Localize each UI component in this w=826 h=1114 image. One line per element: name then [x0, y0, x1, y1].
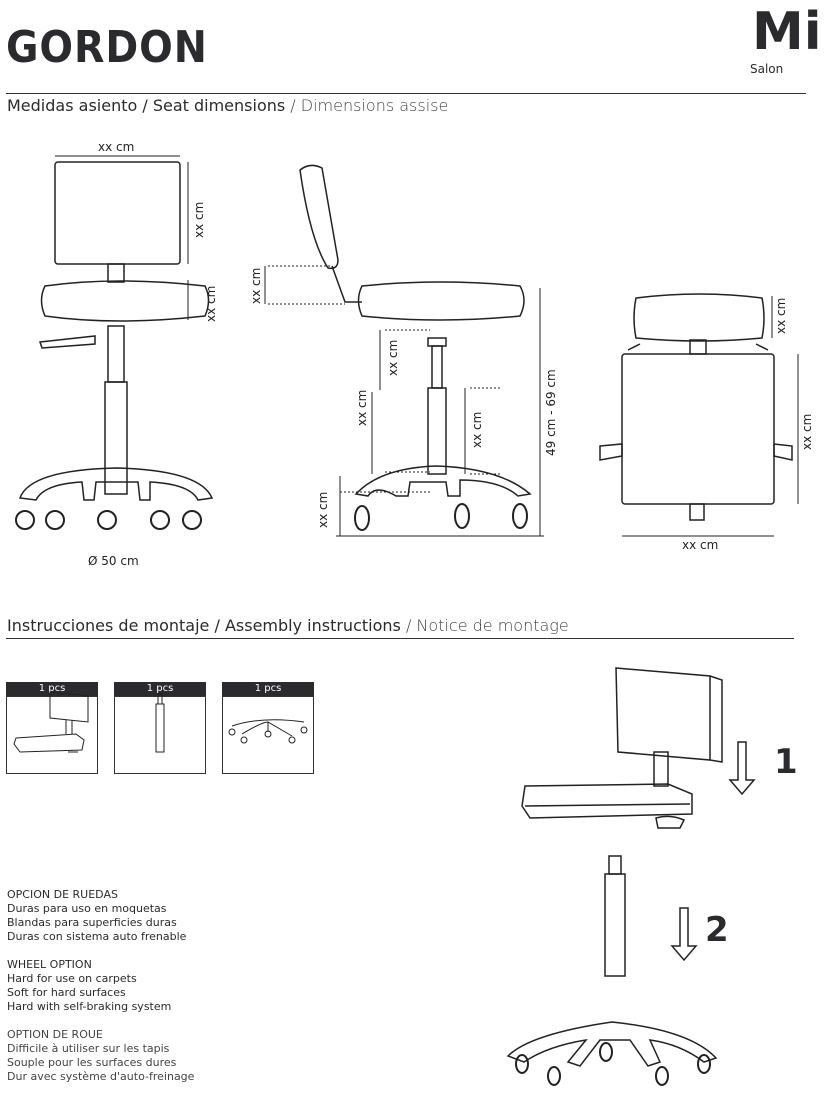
section-assembly-heading: Instrucciones de montaje / Assembly inst…	[7, 616, 569, 635]
top-view-drawing	[599, 293, 799, 537]
heading-en: Seat dimensions	[152, 96, 286, 115]
option-line: Souple pour les surfaces dures	[7, 1056, 177, 1069]
heading-es: Instrucciones de montaje	[7, 616, 210, 635]
brand-logo: Mi	[752, 2, 822, 62]
front-seat-height-label: xx cm	[204, 285, 218, 322]
option-line: Blandas para superficies duras	[7, 916, 177, 929]
wheel-option-fr: OPTION DE ROUE Difficile à utiliser sur …	[7, 1028, 194, 1084]
part-image-cylinder	[114, 693, 206, 774]
part-card-seat: 1 pcs	[6, 682, 98, 774]
top-back-depth-label: xx cm	[774, 297, 788, 334]
part-image-base	[222, 696, 314, 774]
option-heading: WHEEL OPTION	[7, 958, 92, 971]
side-view-drawing	[264, 164, 544, 537]
sep: /	[400, 616, 417, 635]
side-seat-label: xx cm	[386, 339, 400, 376]
front-view-drawing	[15, 155, 214, 530]
part-qty: 1 pcs	[6, 682, 98, 696]
heading-en: Assembly instructions	[224, 616, 401, 635]
option-line: Duras para uso en moquetas	[7, 902, 167, 915]
sep: /	[285, 96, 301, 115]
option-line: Hard for use on carpets	[7, 972, 137, 985]
front-back-height-label: xx cm	[192, 201, 206, 238]
step-1-number: 1	[774, 742, 798, 782]
divider	[6, 93, 806, 94]
side-column-label: xx cm	[355, 389, 369, 426]
step-2-number: 2	[705, 910, 729, 950]
part-card-cylinder: 1 pcs	[114, 682, 206, 774]
top-seat-width-label: xx cm	[682, 538, 719, 552]
heading-es: Medidas asiento	[7, 96, 138, 115]
wheel-options: OPCION DE RUEDAS Duras para uso en moque…	[7, 888, 194, 1084]
front-width-label: xx cm	[98, 140, 135, 154]
section-dimensions-heading: Medidas asiento / Seat dimensions / Dime…	[7, 96, 448, 115]
side-back-offset-label: xx cm	[249, 267, 263, 304]
side-column-right-label: xx cm	[470, 411, 484, 448]
wheel-option-es: OPCION DE RUEDAS Duras para uso en moque…	[7, 888, 194, 944]
brand-logo-text: Salon	[750, 62, 784, 76]
wheel-option-en: WHEEL OPTION Hard for use on carpets Sof…	[7, 958, 194, 1014]
base-diameter-label: Ø 50 cm	[88, 554, 139, 568]
sep: /	[209, 616, 225, 635]
option-heading: OPCION DE RUEDAS	[7, 888, 118, 901]
option-line: Soft for hard surfaces	[7, 986, 126, 999]
option-line: Duras con sistema auto frenable	[7, 930, 187, 943]
option-line: Difficile à utiliser sur les tapis	[7, 1042, 170, 1055]
assembly-drawing	[506, 667, 756, 1086]
option-heading: OPTION DE ROUE	[7, 1028, 103, 1041]
option-line: Hard with self-braking system	[7, 1000, 172, 1013]
part-image-seat	[6, 691, 98, 774]
part-qty: 1 pcs	[114, 682, 206, 696]
heading-fr: Dimensions assise	[300, 96, 449, 115]
height-range-label: 49 cm - 69 cm	[544, 369, 558, 456]
sep: /	[137, 96, 153, 115]
part-card-base: 1 pcs	[222, 682, 314, 774]
option-line: Dur avec système d'auto-freinage	[7, 1070, 195, 1083]
side-base-height-label: xx cm	[316, 491, 330, 528]
product-title: GORDON	[6, 22, 208, 73]
divider	[6, 638, 794, 639]
top-seat-depth-label: xx cm	[800, 413, 814, 450]
part-qty: 1 pcs	[222, 682, 314, 696]
heading-fr: Notice de montage	[416, 616, 569, 635]
